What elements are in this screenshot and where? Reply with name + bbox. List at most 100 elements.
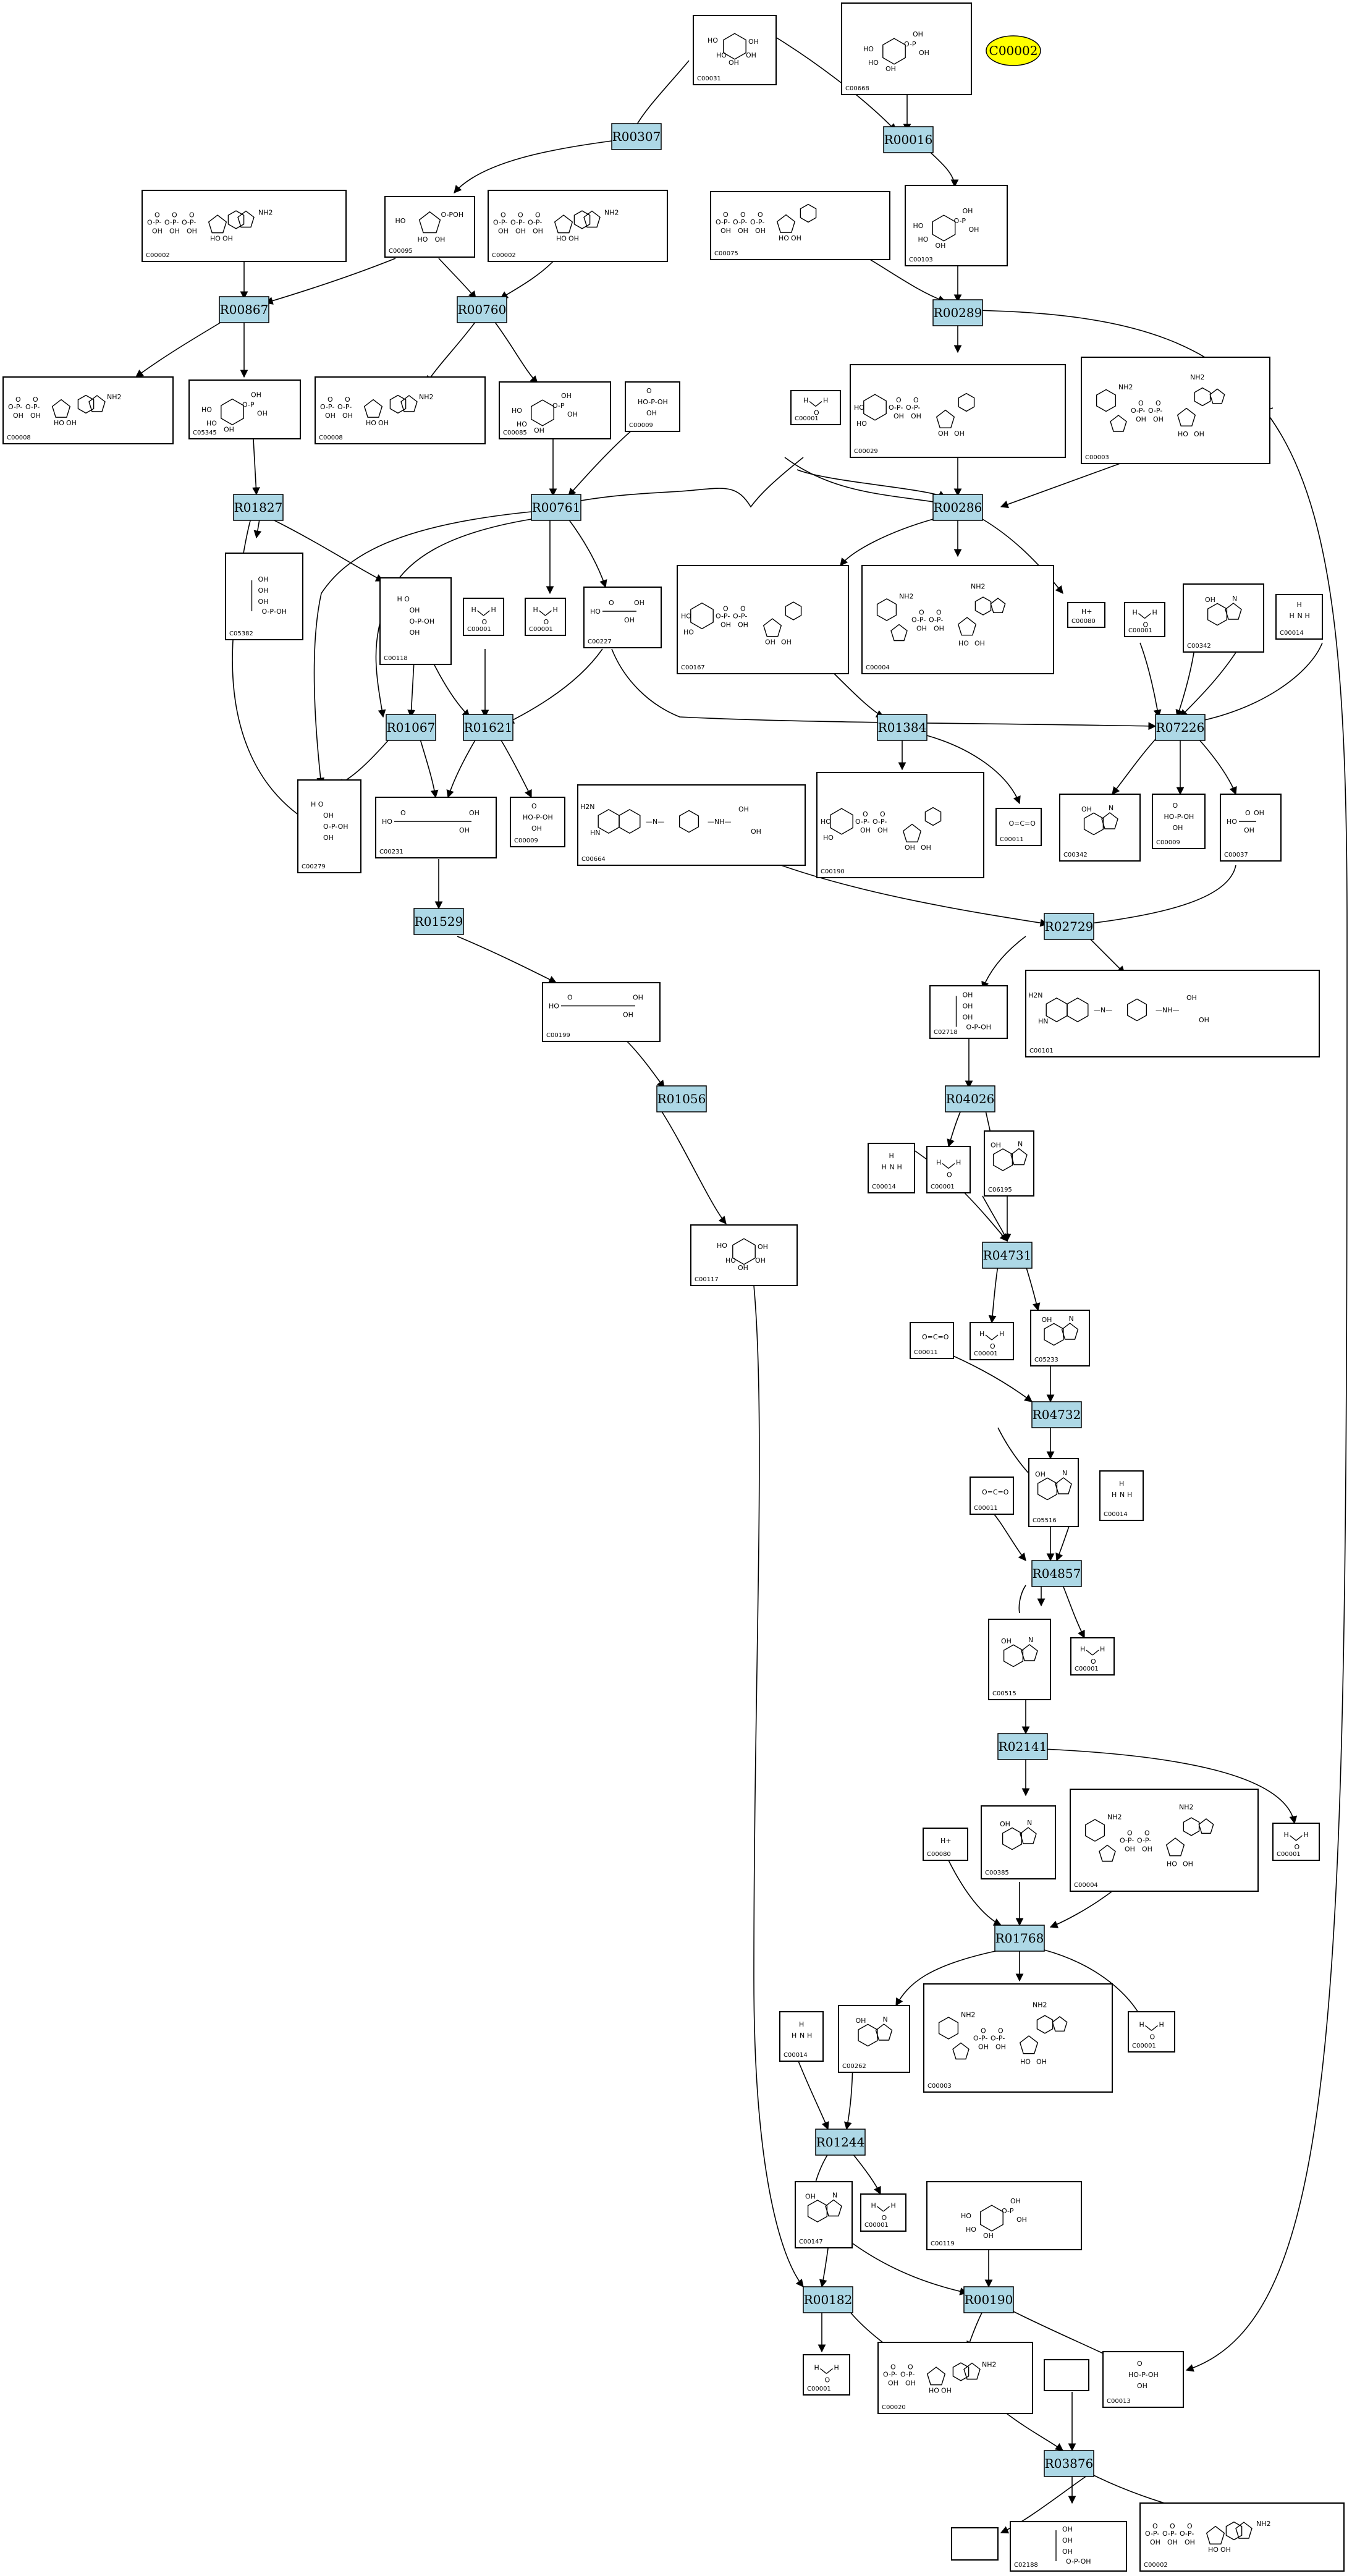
compound-box[interactable] [583,587,662,648]
compound-box[interactable] [542,982,661,1042]
reaction-r04731[interactable]: R04731 [982,1242,1033,1269]
reaction-r04857[interactable]: R04857 [1031,1560,1082,1587]
compound-box[interactable] [499,381,611,439]
compound-box[interactable] [816,772,984,878]
compound-box[interactable] [1030,1310,1090,1366]
reaction-r00016[interactable]: R00016 [883,126,934,153]
compound-box[interactable] [142,190,347,262]
reaction-box[interactable] [457,296,507,323]
compound-box[interactable] [779,2011,824,2062]
reaction-r00289[interactable]: R00289 [932,299,983,326]
compound-box[interactable] [984,1130,1034,1197]
reaction-r00182[interactable]: R00182 [803,2286,853,2313]
compound-box[interactable] [1275,594,1323,640]
compound-box[interactable] [1081,357,1270,464]
compound-box[interactable] [315,376,486,444]
reaction-box[interactable] [219,296,269,323]
reaction-box[interactable] [963,2286,1014,2313]
compound-box[interactable] [384,196,475,258]
compound-box[interactable] [970,1322,1014,1360]
reaction-box[interactable] [1031,1560,1082,1587]
compound-box[interactable] [970,1477,1014,1515]
compound-box[interactable] [225,553,303,640]
compound-box[interactable] [1102,2351,1184,2408]
reaction-r02729[interactable]: R02729 [1044,913,1094,940]
compound-box[interactable] [463,598,504,636]
reaction-r00761[interactable]: R00761 [531,494,581,521]
compound-box[interactable] [1183,583,1264,653]
reaction-r01529[interactable]: R01529 [413,908,464,935]
reaction-box[interactable] [982,1242,1033,1269]
compound-c00080[interactable]: H+C00080 [1067,602,1105,628]
reaction-r03876[interactable]: R03876 [1044,2450,1094,2477]
compound-box[interactable] [297,779,361,873]
compound-box[interactable] [861,565,1054,674]
compound-box[interactable] [803,2354,850,2396]
compound-box[interactable] [1028,1458,1079,1527]
compound-box[interactable] [923,1983,1113,2093]
compound-box[interactable] [375,797,497,858]
compound-box[interactable] [923,1828,968,1861]
reaction-box[interactable] [463,714,513,741]
compound-box[interactable] [625,381,680,432]
reaction-box[interactable] [1044,913,1094,940]
compound-box[interactable] [677,565,849,674]
compound-c00080[interactable]: H+C00080 [923,1828,968,1861]
reaction-box[interactable] [413,908,464,935]
reaction-r01244[interactable]: R01244 [815,2129,866,2156]
compound-box[interactable] [1070,1789,1259,1892]
reaction-r07226[interactable]: R07226 [1155,714,1206,741]
compound-box[interactable] [379,577,452,665]
reaction-box[interactable] [1031,1401,1082,1428]
reaction-box[interactable] [997,1733,1048,1760]
reaction-box[interactable] [945,1085,995,1112]
reaction-r01827[interactable]: R01827 [233,494,284,521]
compound-box[interactable] [838,2005,910,2073]
compound-box[interactable] [1067,602,1105,628]
compound-box[interactable] [995,808,1042,846]
compound-box[interactable] [1025,970,1320,1057]
compound-box[interactable] [525,598,566,636]
compound-box[interactable] [929,985,1008,1039]
reaction-r01621[interactable]: R01621 [463,714,513,741]
compound-box[interactable] [905,185,1008,266]
compound-box[interactable] [860,2193,906,2232]
